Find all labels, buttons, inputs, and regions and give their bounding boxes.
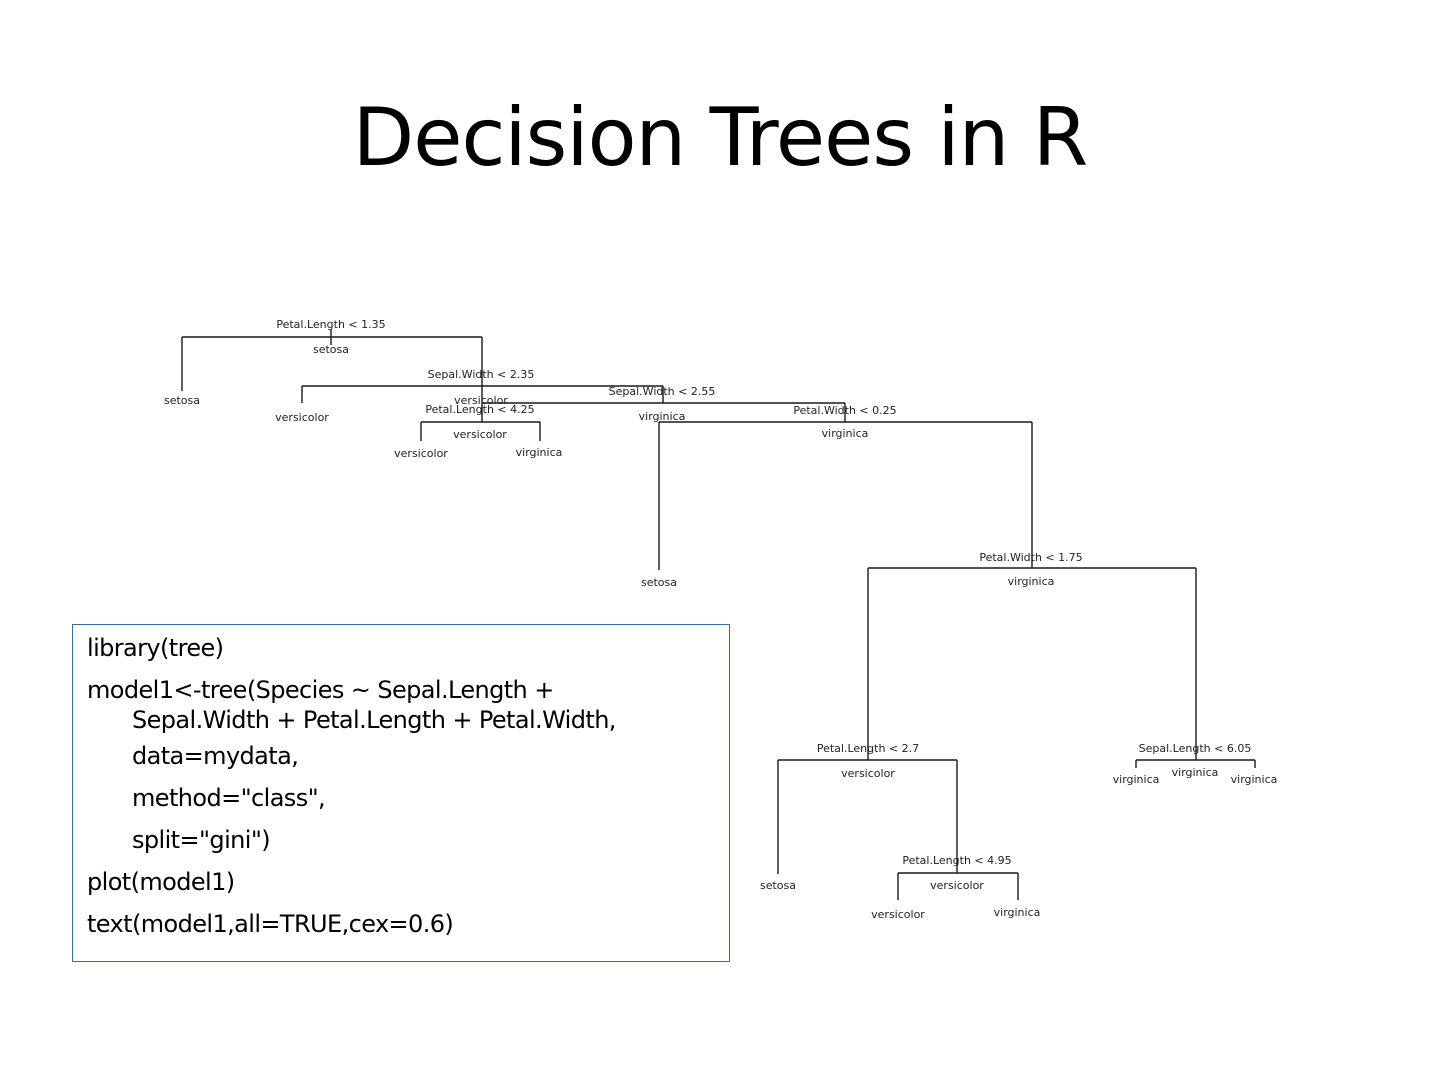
leaf-label: setosa — [760, 879, 796, 892]
split-label: Petal.Length < 4.25 — [425, 403, 534, 416]
leaf-label: virginica — [994, 906, 1041, 919]
slide-title: Decision Trees in R — [352, 91, 1089, 184]
split-label: Petal.Width < 1.75 — [979, 551, 1082, 564]
leaf-label: setosa — [164, 394, 200, 407]
code-line: data=mydata, — [132, 742, 299, 770]
leaf-label: versicolor — [871, 908, 925, 921]
node-class-label: versicolor — [453, 428, 507, 441]
leaf-label: virginica — [1113, 773, 1160, 786]
split-label: Petal.Length < 2.7 — [817, 742, 919, 755]
split-label: Sepal.Length < 6.05 — [1139, 742, 1252, 755]
code-box: library(tree) model1<-tree(Species ~ Sep… — [72, 624, 730, 962]
code-line: method="class", — [132, 784, 326, 812]
code-line: library(tree) — [87, 634, 224, 662]
node-class-label: versicolor — [930, 879, 984, 892]
node-class-label: versicolor — [454, 394, 508, 407]
node-class-label: virginica — [639, 410, 686, 423]
code-line-part: model1<-tree(Species ~ Sepal.Length + — [87, 676, 554, 704]
leaf-label: virginica — [516, 446, 563, 459]
code-line: model1<-tree(Species ~ Sepal.Length + Se… — [87, 675, 719, 735]
split-label: Petal.Length < 1.35 — [276, 318, 385, 331]
code-line: plot(model1) — [87, 868, 235, 896]
node-class-label: virginica — [822, 427, 869, 440]
leaf-label: virginica — [1231, 773, 1278, 786]
split-label: Sepal.Width < 2.35 — [428, 368, 535, 381]
split-label: Petal.Width < 0.25 — [793, 404, 896, 417]
code-line: text(model1,all=TRUE,cex=0.6) — [87, 910, 454, 938]
node-class-label: virginica — [1008, 575, 1055, 588]
leaf-label: versicolor — [394, 447, 448, 460]
code-line-continuation: Sepal.Width + Petal.Length + Petal.Width… — [132, 706, 616, 734]
leaf-label: versicolor — [275, 411, 329, 424]
node-class-label: versicolor — [841, 767, 895, 780]
split-label: Petal.Length < 4.95 — [902, 854, 1011, 867]
node-class-label: setosa — [313, 343, 349, 356]
leaf-label: setosa — [641, 576, 677, 589]
node-class-label: virginica — [1172, 766, 1219, 779]
split-label: Sepal.Width < 2.55 — [609, 385, 716, 398]
code-line: split="gini") — [132, 826, 271, 854]
